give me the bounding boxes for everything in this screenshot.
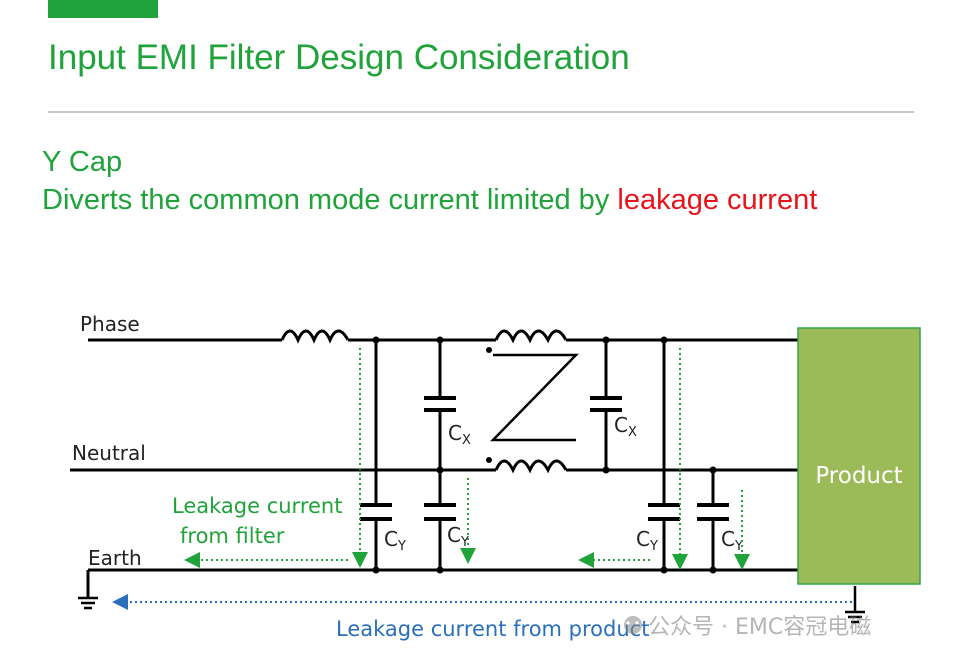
choke-polarity-dot <box>486 457 492 463</box>
cm-choke-bottom <box>494 459 568 474</box>
cy3-capacitor <box>648 503 680 521</box>
cy1-capacitor <box>360 503 392 521</box>
junction-dot <box>602 466 610 474</box>
cx1-label: CX <box>448 421 471 448</box>
cy1-label: CY <box>384 527 406 554</box>
junction-dot <box>660 336 668 344</box>
neutral-label: Neutral <box>72 441 146 465</box>
watermark-text: 公众号 · EMC容冠电磁 <box>648 615 871 640</box>
junction-dot <box>602 336 610 344</box>
cy3-label: CY <box>636 527 658 554</box>
section-description: Diverts the common mode current limited … <box>42 184 817 217</box>
cx2-label: CX <box>614 413 637 440</box>
cm-choke-top <box>494 329 568 344</box>
filter-leak-label-line1: Leakage current <box>172 494 342 518</box>
input-inductor <box>280 329 350 344</box>
product-ground-icon <box>845 610 865 624</box>
filter-leak-label-line2: from filter <box>180 524 285 548</box>
choke-polarity-dot <box>486 347 492 353</box>
accent-bar <box>48 0 158 18</box>
cx2-capacitor <box>590 396 622 412</box>
junction-dot <box>372 336 380 344</box>
phase-label: Phase <box>80 312 140 336</box>
junction-dot <box>660 566 668 574</box>
cy4-label: CY <box>721 527 743 554</box>
cy4-capacitor <box>697 503 729 521</box>
junction-dot <box>372 566 380 574</box>
cy2-label: CY <box>447 523 469 550</box>
earth-label: Earth <box>88 546 142 570</box>
cx1-capacitor <box>424 396 456 412</box>
choke-core <box>490 353 579 442</box>
cy2-capacitor <box>424 503 456 521</box>
slide-title: Input EMI Filter Design Consideration <box>48 38 630 77</box>
watermark: 公众号 · EMC容冠电磁 <box>624 615 871 640</box>
junction-dot <box>436 566 444 574</box>
junction-dot <box>436 466 444 474</box>
junction-dot <box>709 466 717 474</box>
earth-ground-icon <box>78 596 98 610</box>
section-heading: Y Cap <box>42 146 123 178</box>
description-text: Diverts the common mode current limited … <box>42 184 618 216</box>
wechat-icon <box>624 616 642 634</box>
title-divider <box>48 111 914 113</box>
junction-dot <box>709 566 717 574</box>
product-block <box>797 327 921 585</box>
junction-dot <box>436 336 444 344</box>
product-leak-label: Leakage current from product <box>336 617 649 641</box>
product-label: Product <box>815 463 902 489</box>
description-highlight: leakage current <box>617 184 818 216</box>
